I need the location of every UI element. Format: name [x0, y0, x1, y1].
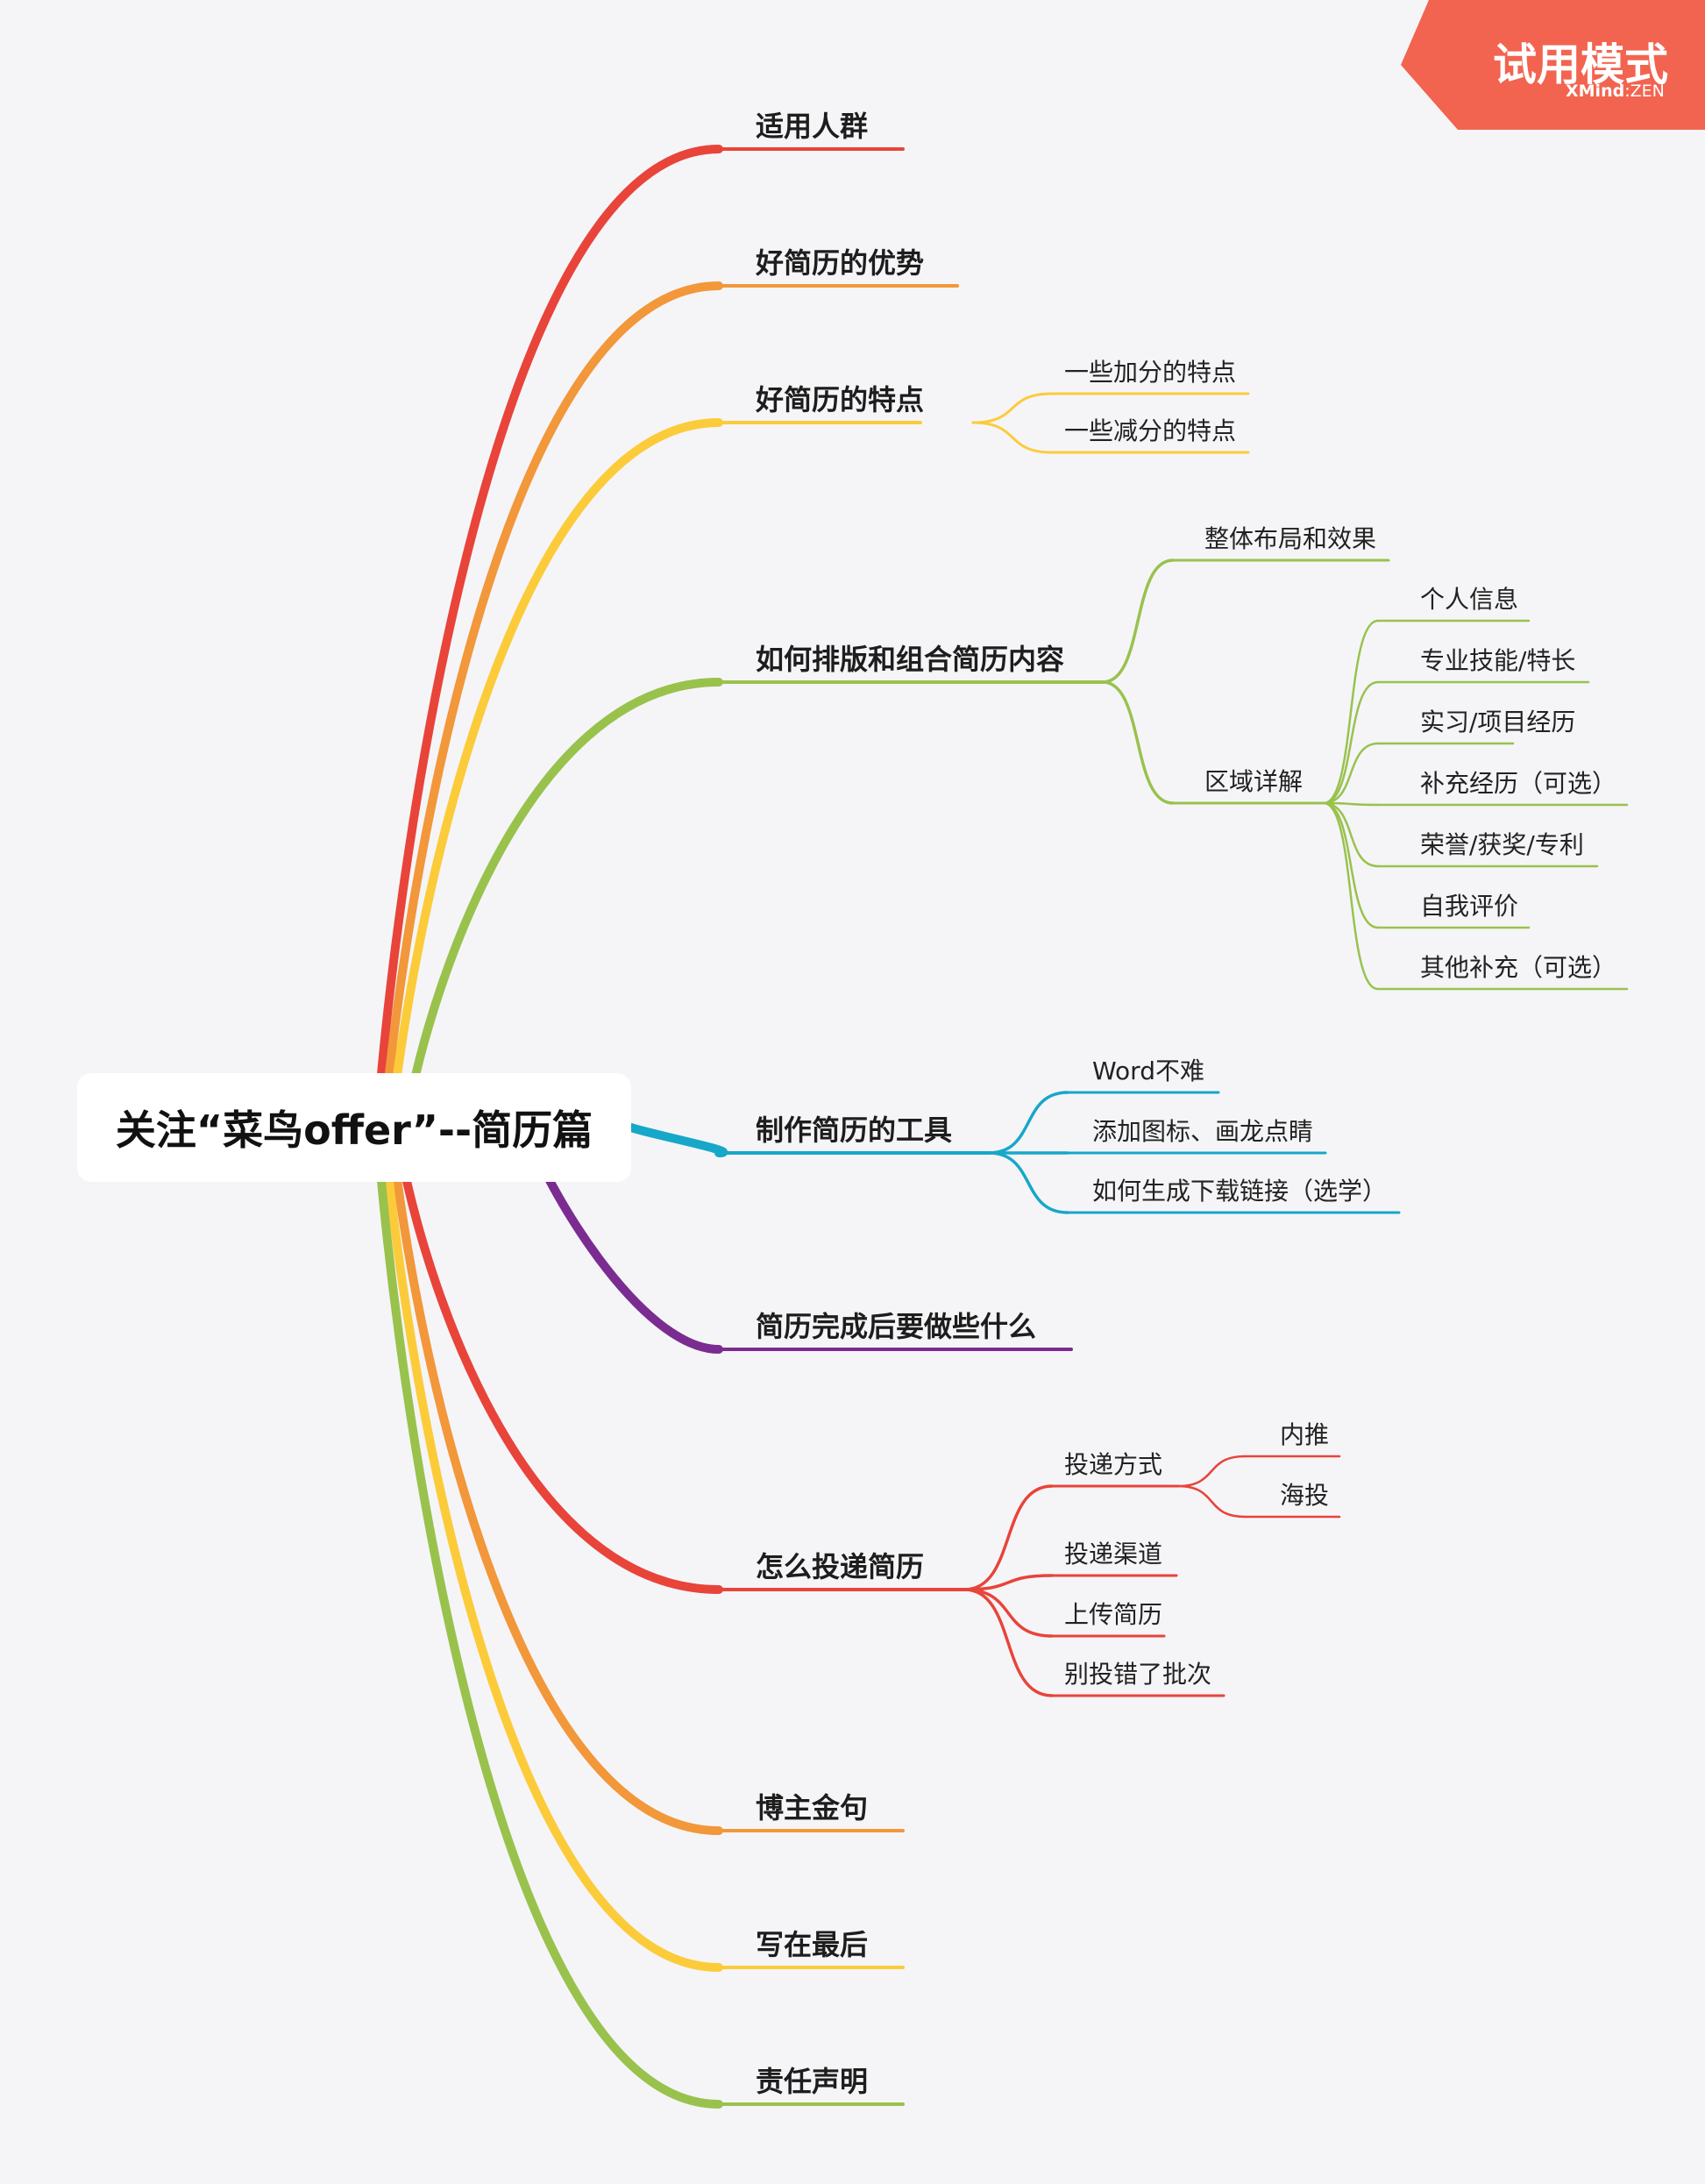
branch-label-8[interactable]: 博主金句	[756, 1791, 869, 1825]
subtopic-b3-0[interactable]: 一些加分的特点	[1064, 358, 1237, 387]
branch-connector-7	[392, 1123, 723, 1594]
subtopic-connector-b3-1	[971, 421, 1054, 454]
detail-item-b7-0[interactable]: 内推	[1280, 1420, 1330, 1449]
subtopic-connector-b7-0	[963, 1484, 1054, 1591]
detail-item-1[interactable]: 专业技能/特长	[1420, 646, 1576, 675]
detail-connector-0	[1322, 619, 1380, 805]
subtopic-connector-b4-0	[1101, 558, 1175, 684]
subtopic-connector-b4-1	[1101, 680, 1175, 805]
branch-label-3[interactable]: 好简历的特点	[756, 383, 925, 416]
subtopic-connector-b7-3	[963, 1588, 1054, 1697]
subtopic-connector-b5-2	[987, 1151, 1069, 1214]
subtopic-b7-3[interactable]: 别投错了批次	[1064, 1660, 1212, 1689]
detail-item-b7-1[interactable]: 海投	[1280, 1481, 1330, 1510]
detail-item-5[interactable]: 自我评价	[1420, 892, 1519, 921]
branch-label-4[interactable]: 如何排版和组合简历内容	[756, 643, 1065, 676]
subtopic-connector-b3-0	[971, 392, 1054, 424]
subtopic-b3-1[interactable]: 一些减分的特点	[1064, 416, 1237, 445]
detail-connector-b7-0	[1176, 1455, 1247, 1488]
detail-item-0[interactable]: 个人信息	[1420, 585, 1519, 614]
branch-label-1[interactable]: 适用人群	[756, 110, 869, 143]
subtopic-b5-1[interactable]: 添加图标、画龙点睛	[1092, 1117, 1314, 1146]
detail-connector-2	[1322, 742, 1380, 805]
branch-connector-1	[373, 145, 723, 1132]
branch-label-5[interactable]: 制作简历的工具	[756, 1113, 953, 1147]
branch-label-7[interactable]: 怎么投递简历	[756, 1550, 925, 1583]
branch-connector-8	[387, 1123, 723, 1835]
subtopic-b4-0[interactable]: 整体布局和效果	[1204, 524, 1377, 553]
detail-item-4[interactable]: 荣誉/获奖/专利	[1420, 830, 1584, 859]
subtopic-connector-b5-0	[987, 1091, 1069, 1155]
detail-connector-3	[1322, 801, 1380, 807]
branch-connector-5	[627, 1123, 728, 1157]
detail-connector-b7-1	[1176, 1484, 1247, 1519]
subtopic-b5-2[interactable]: 如何生成下载链接（选学）	[1092, 1177, 1388, 1206]
branch-label-9[interactable]: 写在最后	[756, 1928, 869, 1961]
subtopic-b7-2[interactable]: 上传简历	[1064, 1600, 1163, 1629]
detail-item-3[interactable]: 补充经历（可选）	[1420, 769, 1617, 798]
subtopic-connector-b7-2	[963, 1588, 1054, 1638]
branch-connector-4	[401, 678, 723, 1132]
branch-label-2[interactable]: 好简历的优势	[756, 246, 925, 280]
detail-item-6[interactable]: 其他补充（可选）	[1420, 953, 1617, 982]
subtopic-b5-0[interactable]: Word不难	[1092, 1056, 1204, 1085]
subtopic-b7-1[interactable]: 投递渠道	[1064, 1540, 1163, 1569]
branch-connector-9	[380, 1123, 723, 1972]
subtopic-b7-0[interactable]: 投递方式	[1064, 1450, 1163, 1479]
branch-label-6[interactable]: 简历完成后要做些什么	[756, 1310, 1037, 1343]
detail-connector-1	[1322, 680, 1380, 805]
detail-item-2[interactable]: 实习/项目经历	[1420, 708, 1576, 736]
detail-connector-5	[1322, 801, 1380, 929]
branch-connector-3	[387, 418, 723, 1132]
subtopic-connector-b7-1	[963, 1574, 1054, 1591]
central-topic[interactable]: 关注“菜鸟offer”--简历篇	[77, 1073, 631, 1182]
subtopic-b4-1[interactable]: 区域详解	[1204, 767, 1304, 796]
detail-connector-6	[1322, 801, 1380, 991]
central-topic-label: 关注“菜鸟offer”--简历篇	[115, 1106, 593, 1154]
detail-connector-4	[1322, 801, 1380, 868]
branch-connector-2	[380, 281, 723, 1132]
branch-connector-10	[373, 1123, 723, 2109]
branch-label-10[interactable]: 责任声明	[756, 2065, 869, 2098]
